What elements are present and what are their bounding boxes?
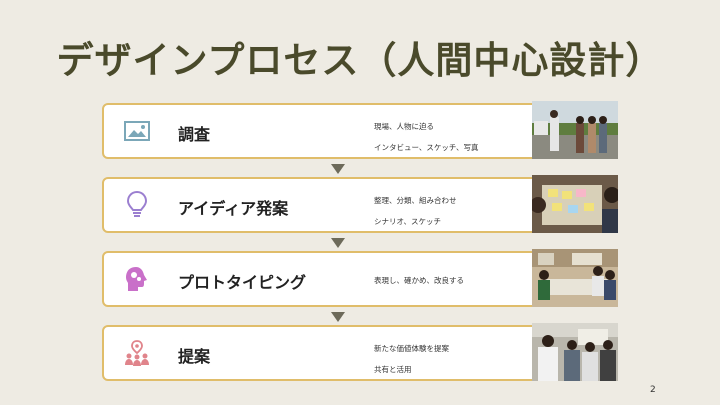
head-gears-icon: [122, 264, 152, 294]
down-arrow-icon: [331, 312, 345, 322]
step-description: 整理、分類、組み合わせ シナリオ、スケッチ: [374, 196, 457, 226]
research-photo: [532, 101, 618, 159]
down-arrow-icon: [331, 238, 345, 248]
step-label: 調査: [178, 125, 211, 144]
step-label: アイディア発案: [178, 199, 289, 218]
down-arrow-icon: [331, 164, 345, 174]
ideation-photo: [532, 175, 618, 233]
step-description: 新たな価値体験を提案 共有と活用: [374, 344, 449, 374]
slide-title: デザインプロセス（人間中心設計）: [56, 39, 664, 82]
image-icon: [122, 116, 152, 146]
step-research: 調査 現場、人物に迫る インタビュー、スケッチ、写真: [102, 103, 614, 159]
step-label: 提案: [178, 347, 211, 366]
page-number: 2: [650, 385, 656, 395]
lightbulb-icon: [122, 190, 152, 220]
step-description: 表現し、確かめ、改良する: [374, 276, 464, 285]
people-pin-icon: [122, 338, 152, 368]
prototyping-photo: [532, 249, 618, 307]
proposal-photo: [532, 323, 618, 381]
step-description: 現場、人物に迫る インタビュー、スケッチ、写真: [374, 122, 479, 152]
step-label: プロトタイピング: [178, 273, 307, 292]
step-prototyping: プロトタイピング 表現し、確かめ、改良する: [102, 251, 614, 307]
step-ideation: アイディア発案 整理、分類、組み合わせ シナリオ、スケッチ: [102, 177, 614, 233]
step-proposal: 提案 新たな価値体験を提案 共有と活用: [102, 325, 614, 381]
